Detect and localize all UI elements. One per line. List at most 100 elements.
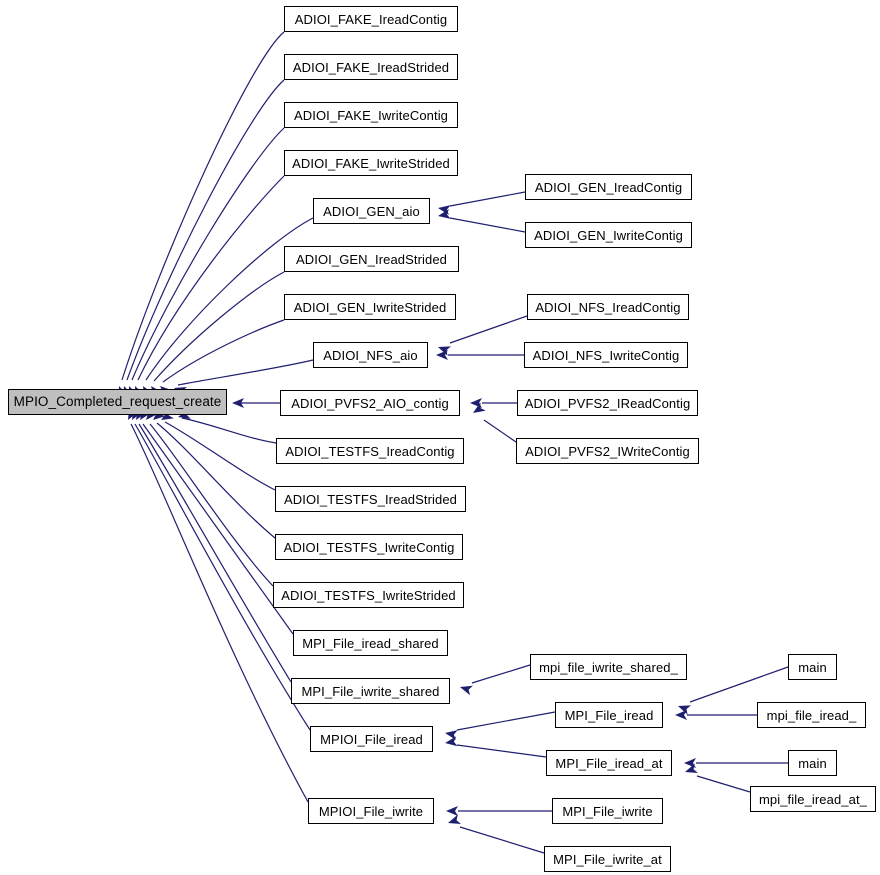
graph-node-label: ADIOI_TESTFS_IwriteContig: [283, 539, 455, 555]
graph-node-gen_iwrite_strided[interactable]: ADIOI_GEN_IwriteStrided: [284, 294, 456, 320]
graph-edge-mpi_file_iread_shared-to-root: [142, 423, 294, 635]
graph-node-label: MPI_File_iwrite_shared: [301, 683, 440, 699]
graph-node-root[interactable]: MPIO_Completed_request_create: [8, 389, 227, 415]
graph-node-mpioi_file_iread[interactable]: MPIOI_File_iread: [310, 726, 433, 752]
graph-node-label: ADIOI_NFS_IwriteContig: [532, 347, 680, 363]
graph-arrowhead: [684, 758, 696, 768]
graph-edge-testfs_iwrite_strided-to-root: [149, 423, 274, 587]
graph-node-mpi_file_iwrite[interactable]: MPI_File_iwrite: [552, 798, 663, 824]
graph-edge-gen_iread_strided-to-root: [153, 271, 285, 382]
graph-arrowhead: [438, 208, 451, 219]
graph-node-label: ADIOI_GEN_IwriteContig: [534, 227, 683, 243]
graph-node-pvfs2_iwrite_contig[interactable]: ADIOI_PVFS2_IWriteContig: [516, 438, 699, 464]
graph-edge-fake_iread_strided-to-root: [126, 79, 285, 381]
graph-edge-nfs_aio-to-root: [177, 359, 314, 386]
graph-arrowhead: [436, 350, 448, 360]
graph-node-label: ADIOI_TESTFS_IwriteStrided: [281, 587, 456, 603]
graph-edge-mpi_file_iwrite_shared-to-root: [138, 423, 292, 683]
graph-node-f_mpi_file_iwrite_shared[interactable]: mpi_file_iwrite_shared_: [530, 654, 687, 680]
graph-arrowhead: [445, 730, 458, 741]
graph-edge-main_top-to-mpi_file_iread: [689, 666, 789, 703]
graph-node-label: ADIOI_GEN_aio: [323, 203, 420, 219]
graph-edge-f_mpi_file_iwrite_shared-to-mpi_file_iwrite_shared: [471, 664, 531, 684]
graph-node-pvfs2_iread_contig[interactable]: ADIOI_PVFS2_IReadContig: [517, 390, 698, 416]
graph-arrowhead: [678, 705, 691, 715]
graph-node-gen_iwrite_contig[interactable]: ADIOI_GEN_IwriteContig: [525, 222, 692, 248]
graph-edge-fake_iwrite_strided-to-root: [137, 175, 285, 381]
graph-arrowhead: [438, 346, 451, 356]
graph-node-label: ADIOI_GEN_IreadStrided: [295, 251, 448, 267]
graph-arrowhead: [438, 205, 451, 216]
graph-arrowhead: [675, 710, 687, 720]
graph-node-label: ADIOI_NFS_IreadContig: [535, 299, 681, 315]
graph-node-label: ADIOI_PVFS2_IReadContig: [524, 395, 691, 411]
graph-arrowhead: [685, 763, 698, 774]
graph-edge-f_mpi_file_iread_at-to-mpi_file_iread_at: [696, 775, 751, 793]
graph-node-f_mpi_file_iread_at[interactable]: mpi_file_iread_at_: [750, 786, 876, 812]
graph-arrowhead: [470, 398, 482, 408]
graph-edge-pvfs2_iwrite_contig-to-pvfs2_aio_contig: [483, 419, 517, 443]
graph-node-label: MPI_File_iwrite_at: [553, 851, 662, 867]
graph-edge-gen_iread_contig-to-gen_aio: [449, 191, 526, 207]
graph-node-label: mpi_file_iwrite_shared_: [539, 659, 678, 675]
graph-edge-gen_iwrite_contig-to-gen_aio: [449, 217, 526, 233]
graph-node-testfs_iread_strided[interactable]: ADIOI_TESTFS_IreadStrided: [275, 486, 466, 512]
graph-edge-fake_iread_contig-to-root: [121, 31, 285, 381]
graph-node-fake_iwrite_strided[interactable]: ADIOI_FAKE_IwriteStrided: [284, 150, 458, 176]
graph-node-label: ADIOI_TESTFS_IreadContig: [285, 443, 455, 459]
graph-node-mpi_file_iwrite_at[interactable]: MPI_File_iwrite_at: [544, 846, 671, 872]
graph-node-nfs_iread_contig[interactable]: ADIOI_NFS_IreadContig: [527, 294, 689, 320]
graph-node-label: mpi_file_iread_at_: [758, 791, 868, 807]
graph-node-label: ADIOI_FAKE_IwriteContig: [293, 107, 449, 123]
graph-node-label: MPIOI_File_iwrite: [318, 803, 424, 819]
graph-arrowhead: [473, 402, 486, 413]
graph-node-fake_iread_strided[interactable]: ADIOI_FAKE_IreadStrided: [284, 54, 458, 80]
graph-edge-fake_iwrite_contig-to-root: [131, 127, 285, 381]
graph-node-label: ADIOI_TESTFS_IreadStrided: [283, 491, 457, 507]
graph-node-f_mpi_file_iread[interactable]: mpi_file_iread_: [757, 702, 866, 728]
graph-node-testfs_iwrite_strided[interactable]: ADIOI_TESTFS_IwriteStrided: [273, 582, 464, 608]
graph-edge-mpioi_file_iwrite-to-root: [130, 423, 309, 803]
graph-node-main_top[interactable]: main: [788, 654, 837, 680]
graph-node-testfs_iread_contig[interactable]: ADIOI_TESTFS_IreadContig: [276, 438, 464, 464]
graph-node-pvfs2_aio_contig[interactable]: ADIOI_PVFS2_AIO_contig: [280, 390, 460, 416]
graph-node-nfs_aio[interactable]: ADIOI_NFS_aio: [313, 342, 428, 368]
graph-node-main_bottom[interactable]: main: [788, 750, 837, 776]
graph-node-mpi_file_iread_shared[interactable]: MPI_File_iread_shared: [293, 630, 448, 656]
graph-node-label: ADIOI_PVFS2_AIO_contig: [291, 395, 449, 411]
graph-node-label: ADIOI_GEN_IreadContig: [534, 179, 683, 195]
graph-node-mpi_file_iread_at[interactable]: MPI_File_iread_at: [546, 750, 672, 776]
graph-edge-mpi_file_iread_at-to-mpioi_file_iread: [456, 744, 547, 758]
graph-node-label: MPI_File_iread: [564, 707, 654, 723]
graph-node-testfs_iwrite_contig[interactable]: ADIOI_TESTFS_IwriteContig: [275, 534, 463, 560]
graph-edge-mpioi_file_iread-to-root: [134, 423, 311, 731]
graph-node-mpioi_file_iwrite[interactable]: MPIOI_File_iwrite: [308, 798, 434, 824]
graph-node-label: main: [798, 755, 827, 771]
graph-node-gen_iread_strided[interactable]: ADIOI_GEN_IreadStrided: [284, 246, 459, 272]
graph-node-label: ADIOI_FAKE_IreadContig: [294, 11, 448, 27]
graph-node-label: ADIOI_PVFS2_IWriteContig: [525, 443, 690, 459]
graph-node-fake_iwrite_contig[interactable]: ADIOI_FAKE_IwriteContig: [284, 102, 458, 128]
graph-node-mpi_file_iwrite_shared[interactable]: MPI_File_iwrite_shared: [291, 678, 450, 704]
graph-node-label: ADIOI_GEN_IwriteStrided: [293, 299, 447, 315]
graph-node-gen_aio[interactable]: ADIOI_GEN_aio: [313, 198, 430, 224]
graph-node-fake_iread_contig[interactable]: ADIOI_FAKE_IreadContig: [284, 6, 458, 32]
graph-node-label: MPI_File_iwrite: [562, 803, 653, 819]
graph-node-label: MPIOI_File_iread: [320, 731, 423, 747]
graph-arrowhead: [446, 806, 458, 816]
graph-node-label: MPI_File_iread_shared: [302, 635, 439, 651]
graph-node-mpi_file_iread[interactable]: MPI_File_iread: [555, 702, 663, 728]
graph-node-label: main: [798, 659, 827, 675]
graph-node-label: MPI_File_iread_at: [555, 755, 663, 771]
graph-node-nfs_iwrite_contig[interactable]: ADIOI_NFS_IwriteContig: [524, 342, 688, 368]
graph-edge-testfs_iread_strided-to-root: [164, 421, 276, 491]
graph-arrowhead: [445, 736, 458, 747]
graph-edge-gen_iwrite_strided-to-root: [162, 319, 285, 383]
graph-edge-mpi_file_iwrite_at-to-mpioi_file_iwrite: [459, 826, 545, 854]
graph-node-label: MPIO_Completed_request_create: [13, 394, 222, 410]
graph-edge-testfs_iread_contig-to-root: [181, 417, 277, 444]
graph-node-label: ADIOI_NFS_aio: [323, 347, 418, 363]
graph-node-label: mpi_file_iread_: [766, 707, 857, 723]
graph-node-gen_iread_contig[interactable]: ADIOI_GEN_IreadContig: [525, 174, 692, 200]
